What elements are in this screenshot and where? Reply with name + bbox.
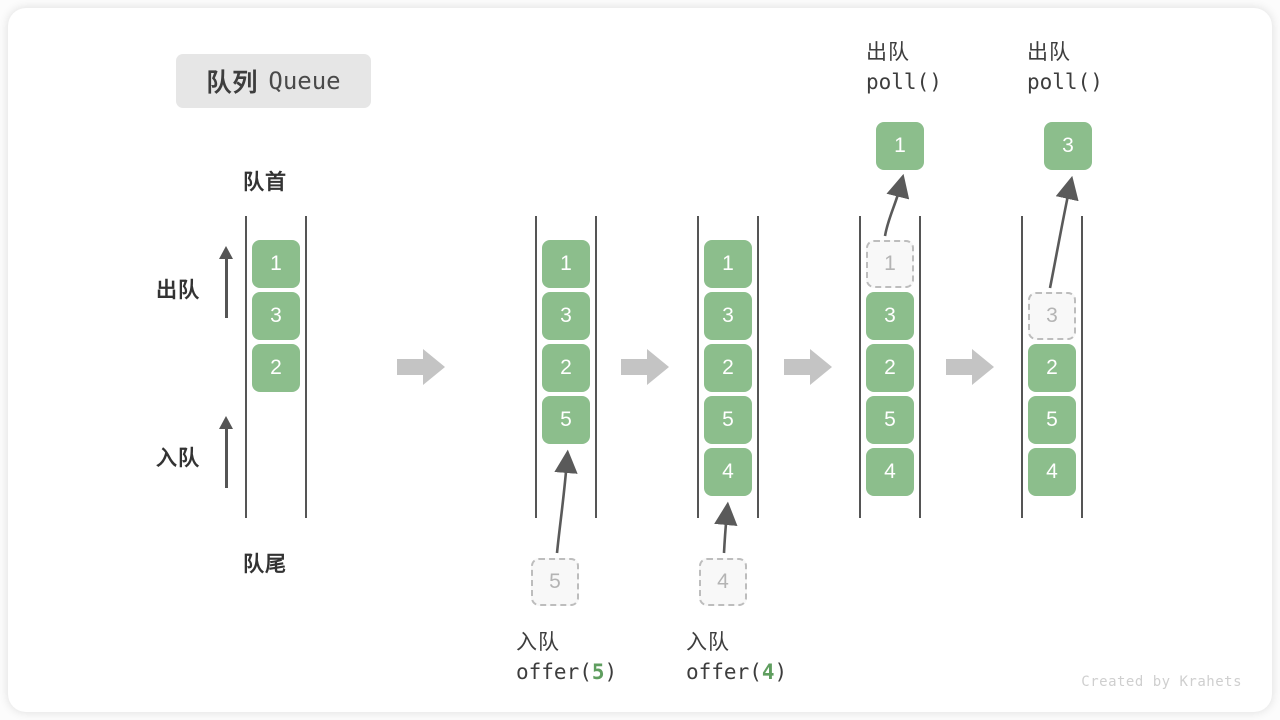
caption-offer-4: 入队 offer(4) (686, 628, 787, 688)
queue-slot: 5 (704, 396, 752, 444)
queue-slot: 4 (704, 448, 752, 496)
queue-slot: 2 (704, 344, 752, 392)
dequeue-direction-label: 出队 (156, 279, 200, 302)
queue-slot: 3 (542, 292, 590, 340)
step-arrow-icon (784, 349, 832, 385)
offer-4-flow-arrow-icon (714, 501, 738, 554)
queue-slot-ghost: 3 (1028, 292, 1076, 340)
caption-poll-1-code: poll() (866, 69, 942, 94)
queue-column-initial: 1 3 2 (245, 216, 307, 518)
rail-left (1021, 216, 1023, 518)
diagram-title-chip: 队列 Queue (176, 54, 371, 108)
queue-tail-label: 队尾 (243, 553, 287, 576)
queue-slot: 5 (542, 396, 590, 444)
rail-left (245, 216, 247, 518)
caption-offer-5-code: offer(5) (516, 659, 618, 684)
poll-1-flow-arrow-icon (883, 173, 910, 237)
step-arrow-icon (946, 349, 994, 385)
queue-head-label: 队首 (243, 171, 287, 194)
queue-column-after-poll-1: 1 3 2 5 4 (859, 216, 921, 518)
rail-right (595, 216, 597, 518)
queue-slot-ghost: 1 (866, 240, 914, 288)
caption-offer-5-cn: 入队 (516, 631, 560, 654)
rail-right (757, 216, 759, 518)
diagram-card: 队列 Queue 队首 队尾 出队 入队 1 3 2 1 (8, 8, 1272, 712)
rail-left (697, 216, 699, 518)
queue-column-after-poll-3: 3 2 5 4 (1021, 216, 1083, 518)
title-chinese: 队列 (206, 69, 259, 97)
rail-right (1081, 216, 1083, 518)
rail-right (305, 216, 307, 518)
enqueue-direction-label: 入队 (156, 447, 200, 470)
queue-slot: 4 (866, 448, 914, 496)
caption-poll-3-cn: 出队 (1027, 41, 1071, 64)
dequeue-direction-arrow-icon (216, 246, 236, 318)
credit-text: Created by Krahets (1081, 674, 1242, 690)
rail-right (919, 216, 921, 518)
queue-slot: 2 (252, 344, 300, 392)
caption-offer-4-cn: 入队 (686, 631, 730, 654)
queue-column-after-offer-4: 1 3 2 5 4 (697, 216, 759, 518)
queue-slot: 2 (542, 344, 590, 392)
caption-offer-4-code: offer(4) (686, 659, 788, 684)
step-arrow-icon (397, 349, 445, 385)
incoming-element-4: 4 (699, 558, 747, 606)
queue-column-after-offer-5: 1 3 2 5 (535, 216, 597, 518)
queue-slot: 3 (866, 292, 914, 340)
caption-poll-1-cn: 出队 (866, 41, 910, 64)
queue-slot: 1 (704, 240, 752, 288)
queue-slot: 5 (1028, 396, 1076, 444)
popped-element-1: 1 (876, 122, 924, 170)
queue-slot: 2 (866, 344, 914, 392)
step-arrow-icon (621, 349, 669, 385)
queue-slot: 1 (252, 240, 300, 288)
queue-slot: 4 (1028, 448, 1076, 496)
queue-slot: 3 (252, 292, 300, 340)
title-english: Queue (268, 67, 341, 95)
caption-offer-5: 入队 offer(5) (516, 628, 617, 688)
enqueue-direction-arrow-icon (216, 416, 236, 488)
popped-element-3: 3 (1044, 122, 1092, 170)
queue-slot: 3 (704, 292, 752, 340)
queue-slot: 1 (542, 240, 590, 288)
incoming-element-5: 5 (531, 558, 579, 606)
rail-left (859, 216, 861, 518)
rail-left (535, 216, 537, 518)
caption-poll-3-code: poll() (1027, 69, 1103, 94)
poll-3-flow-arrow-icon (1048, 175, 1079, 289)
caption-poll-3: 出队 poll() (1027, 38, 1103, 98)
caption-poll-1: 出队 poll() (866, 38, 942, 98)
queue-slot: 2 (1028, 344, 1076, 392)
queue-slot: 5 (866, 396, 914, 444)
offer-5-flow-arrow-icon (554, 449, 578, 554)
